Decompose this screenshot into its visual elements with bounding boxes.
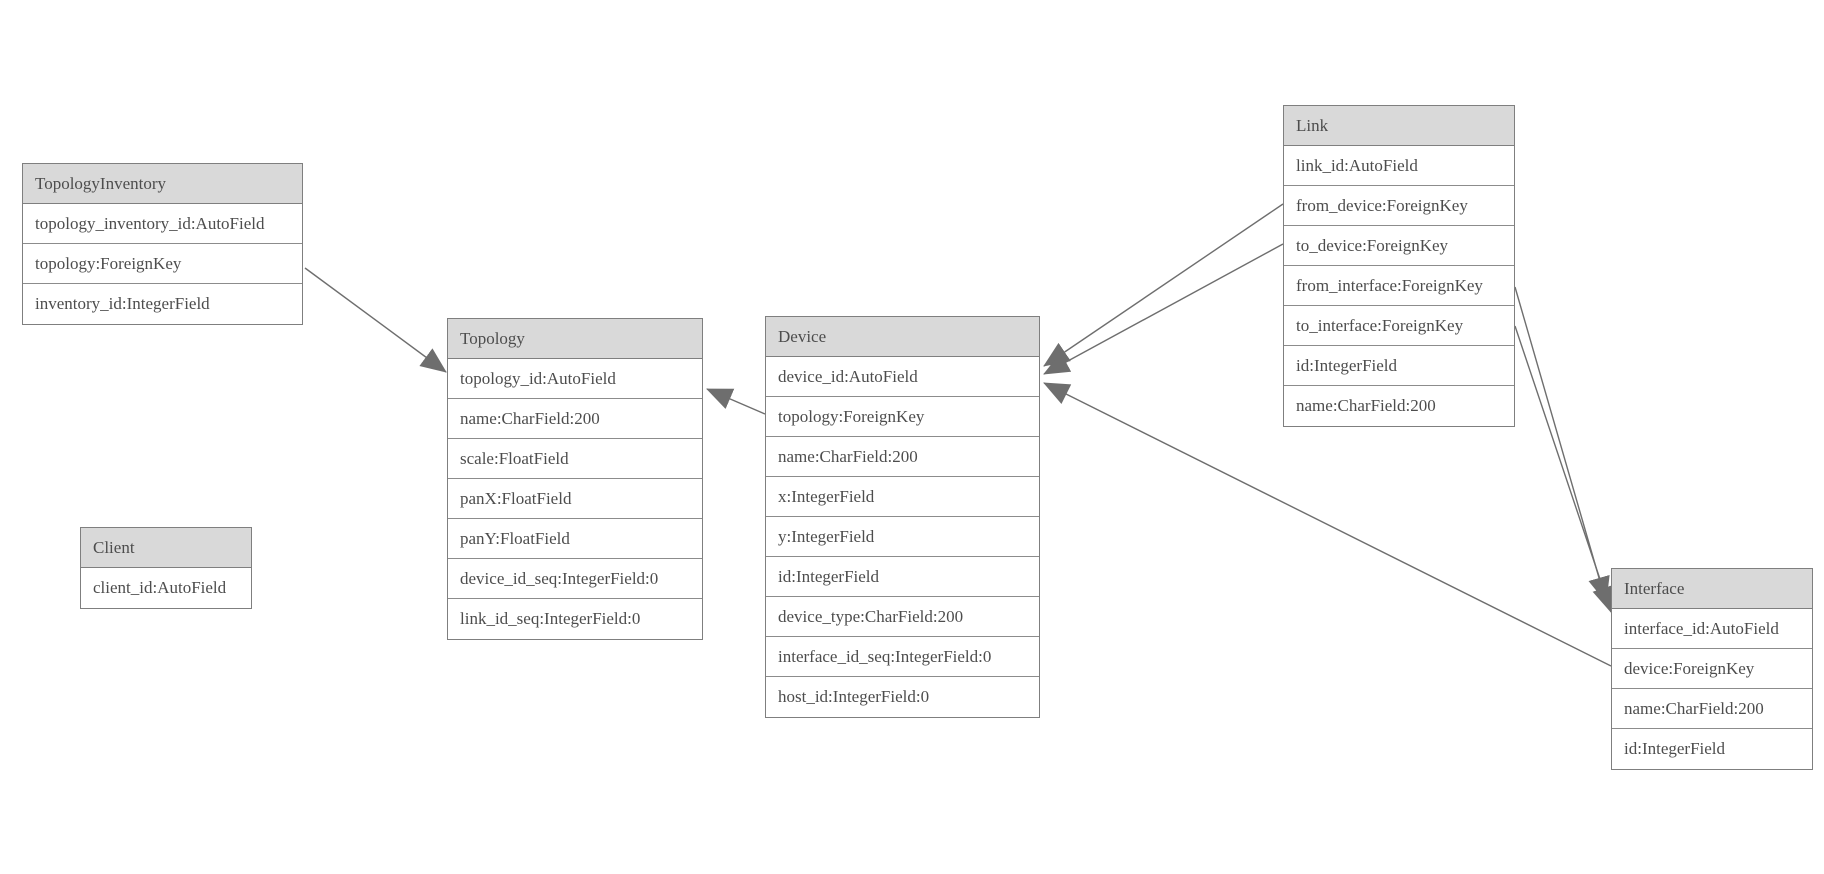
field-row: interface_id:AutoField: [1612, 609, 1812, 649]
field-row: topology_inventory_id:AutoField: [23, 204, 302, 244]
connector-link-to_interface-to-interface: [1514, 325, 1614, 613]
connector-interface-device-to-device: [1043, 382, 1612, 667]
field-row: interface_id_seq:IntegerField:0: [766, 637, 1039, 677]
entity-header: Topology: [448, 319, 702, 359]
field-row: name:CharField:200: [1284, 386, 1514, 426]
field-row: link_id:AutoField: [1284, 146, 1514, 186]
field-row: panX:FloatField: [448, 479, 702, 519]
connector-device-topology-to-topology: [706, 388, 766, 415]
field-row: y:IntegerField: [766, 517, 1039, 557]
connector-topologyinventory-topology-to-topology: [304, 267, 447, 373]
entity-header: Device: [766, 317, 1039, 357]
entity-header: Link: [1284, 106, 1514, 146]
entity-header: Client: [81, 528, 251, 568]
field-row: id:IntegerField: [1284, 346, 1514, 386]
field-row: to_interface:ForeignKey: [1284, 306, 1514, 346]
field-row: device_id:AutoField: [766, 357, 1039, 397]
field-row: device_id_seq:IntegerField:0: [448, 559, 702, 599]
field-row: topology_id:AutoField: [448, 359, 702, 399]
entity-header: Interface: [1612, 569, 1812, 609]
field-row: from_device:ForeignKey: [1284, 186, 1514, 226]
field-row: name:CharField:200: [1612, 689, 1812, 729]
field-row: topology:ForeignKey: [23, 244, 302, 284]
field-row: name:CharField:200: [766, 437, 1039, 477]
field-row: name:CharField:200: [448, 399, 702, 439]
field-row: to_device:ForeignKey: [1284, 226, 1514, 266]
field-row: inventory_id:IntegerField: [23, 284, 302, 324]
field-row: scale:FloatField: [448, 439, 702, 479]
field-row: device:ForeignKey: [1612, 649, 1812, 689]
connector-link-from_interface-to-interface: [1514, 286, 1610, 603]
field-row: link_id_seq:IntegerField:0: [448, 599, 702, 639]
field-row: host_id:IntegerField:0: [766, 677, 1039, 717]
field-row: x:IntegerField: [766, 477, 1039, 517]
field-row: topology:ForeignKey: [766, 397, 1039, 437]
field-row: id:IntegerField: [766, 557, 1039, 597]
connector-link-from_device-to-device: [1043, 203, 1284, 367]
connector-link-to_device-to-device: [1043, 243, 1284, 375]
field-row: panY:FloatField: [448, 519, 702, 559]
field-row: device_type:CharField:200: [766, 597, 1039, 637]
field-row: id:IntegerField: [1612, 729, 1812, 769]
entity-header: TopologyInventory: [23, 164, 302, 204]
field-row: from_interface:ForeignKey: [1284, 266, 1514, 306]
field-row: client_id:AutoField: [81, 568, 251, 608]
